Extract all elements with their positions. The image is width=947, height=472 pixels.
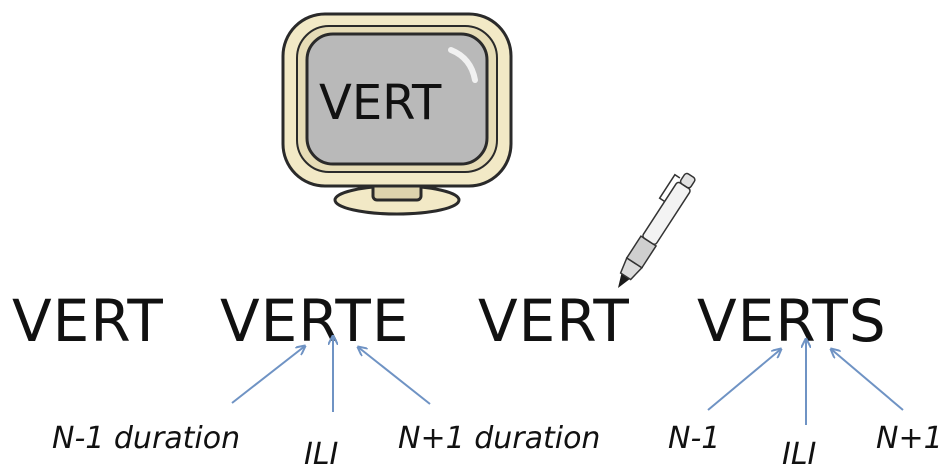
arrow-verts-n-minus-1 <box>707 349 781 411</box>
monitor-icon <box>281 12 513 216</box>
label-ili-2: ILI <box>782 437 817 472</box>
label-n-plus-1: N+1 <box>876 421 943 456</box>
monitor-screen <box>305 32 489 166</box>
arrow-verte-n-plus-1 <box>358 347 431 405</box>
monitor-screen-text: VERT <box>319 75 442 131</box>
word-verte: VERTE <box>220 287 410 355</box>
label-n-plus-1-duration: N+1 duration <box>398 421 601 456</box>
screen-glare <box>448 47 478 83</box>
word-verts: VERTS <box>697 287 887 355</box>
label-ili-1: ILI <box>304 437 339 472</box>
word-vert-2: VERT <box>478 287 630 355</box>
label-n-minus-1: N-1 <box>668 421 721 456</box>
word-vert-1: VERT <box>12 287 164 355</box>
pen-icon <box>618 172 696 288</box>
label-n-minus-1-duration: N-1 duration <box>52 421 241 456</box>
arrow-verts-n-plus-1 <box>831 349 904 411</box>
arrow-verte-n-minus-1 <box>231 346 305 404</box>
